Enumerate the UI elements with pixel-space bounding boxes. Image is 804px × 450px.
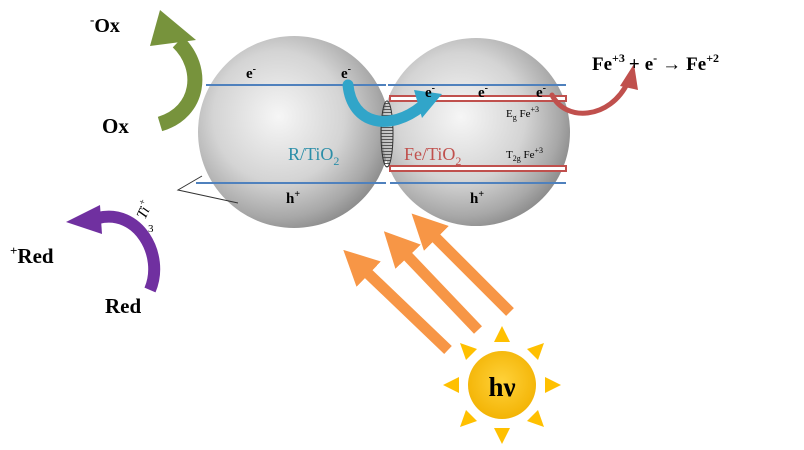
sun-icon [443,326,561,444]
fe-tio2-label: Fe/TiO2 [404,144,461,168]
oxidation-arrow [157,36,203,132]
oxidized-product-label: -Ox [90,12,120,37]
eg-level-label: Eg Fe+3 [506,105,539,122]
eg-fe-level [389,95,567,102]
svg-text:Ti+: Ti+ [131,197,156,222]
fe-reduction-equation: Fe+3+e-→Fe+2 [592,51,719,75]
fe-reduction-arrowhead [620,64,638,90]
ti3-label: Ti+ [131,197,156,222]
electron-transfer-arrow [342,79,428,127]
electron-transfer-arrowhead [414,90,442,118]
rutile-electron-2: e- [341,64,351,82]
light-ray-3 [411,213,514,316]
ti3-subscript: 3 [148,223,154,235]
t2g-fe-level [389,165,567,172]
oxidant-label: Ox [102,114,129,138]
ti3-pointer-lines [176,175,239,204]
oxidized-red-label: +Red [10,243,54,268]
rutile-hole: h+ [286,189,300,207]
fe-tio2-electron-3: e- [536,83,546,101]
reductant-label: Red [105,294,141,318]
fe-reduction-arrow [549,79,631,116]
t2g-level-label: T2g Fe+3 [506,146,543,163]
fe-tio2-electron-1: e- [425,83,435,101]
fe-tio2-hole: h+ [470,189,484,207]
rutile-tio2-label: R/TiO2 [288,144,339,168]
light-ray-1 [343,249,452,354]
rutile-electron-1: e- [246,64,256,82]
fe-tio2-electron-2: e- [478,83,488,101]
interface-junction [380,100,394,168]
light-ray-2 [383,231,482,334]
reduction-species-arrowhead [66,205,102,234]
oxidation-arrowhead [150,10,196,46]
photon-label: hν [488,372,515,402]
reduction-species-arrow [96,210,161,293]
